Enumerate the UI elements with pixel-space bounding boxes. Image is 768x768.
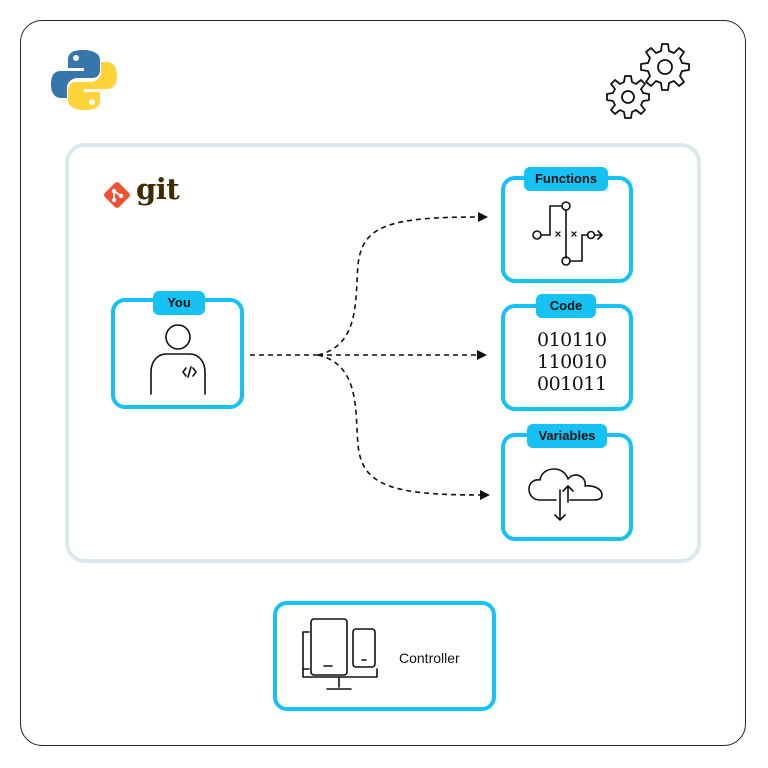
arrowhead-functions: [478, 212, 488, 222]
cloud-sync-icon: [528, 468, 603, 521]
function-flow-icon: [532, 201, 604, 266]
arrowhead-variables: [480, 490, 490, 500]
git-wordmark: git: [136, 172, 180, 206]
functions-tag: Functions: [524, 167, 608, 191]
connector-to-variables: [317, 354, 481, 496]
binary-line-3: 001011: [537, 373, 607, 395]
git-repository-panel: [65, 143, 701, 563]
binary-line-2: 110010: [537, 351, 607, 373]
binary-line-1: 010110: [537, 329, 607, 351]
devices-icon: [302, 618, 378, 690]
developer-icon: [150, 324, 206, 395]
code-tag: Code: [536, 294, 596, 318]
gears-icon: [606, 43, 690, 119]
controller-label: Controller: [399, 650, 460, 666]
arrowhead-code: [477, 350, 487, 360]
git-logo-icon: [104, 182, 130, 208]
python-logo-icon: [51, 50, 117, 110]
connector-to-functions: [317, 216, 481, 356]
you-tag: You: [153, 291, 205, 315]
controller-card: [273, 601, 496, 711]
variables-tag: Variables: [527, 424, 607, 448]
